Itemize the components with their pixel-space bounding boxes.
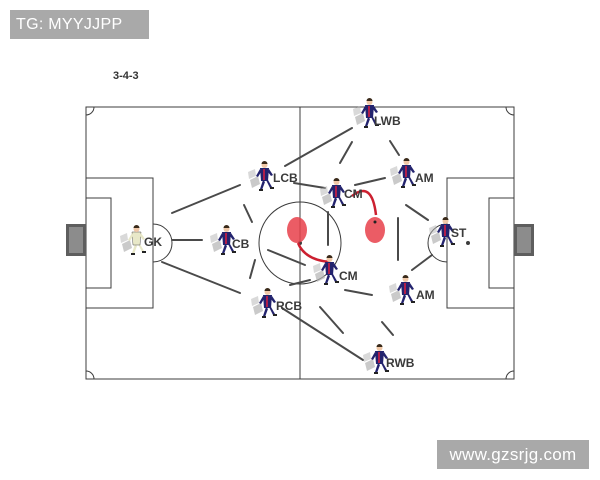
player-figure [320, 178, 346, 208]
player-figure [313, 255, 339, 285]
player-rcb: RCB [251, 288, 302, 318]
player-figure [251, 288, 277, 318]
ball-marker [373, 220, 377, 224]
player-label: LWB [374, 114, 401, 128]
player-figure [389, 275, 415, 305]
link-cb-cm2 [267, 249, 306, 266]
corner-arc-tl [85, 106, 95, 116]
link-gk-lcb [171, 184, 241, 214]
player-label: AM [415, 171, 434, 185]
player-figure [429, 217, 455, 247]
player-label: GK [144, 235, 162, 249]
player-gk: GK [120, 225, 162, 255]
run-arrow-cm [296, 242, 331, 264]
link-rcb-rwb [281, 307, 364, 361]
player-cb: CB [210, 225, 250, 255]
link-lwb-am1 [389, 140, 400, 156]
left-goal [66, 224, 86, 256]
player-label: ST [451, 226, 467, 240]
player-lcb: LCB [248, 161, 298, 191]
center-circle [258, 201, 342, 285]
link-am2-st [411, 254, 433, 271]
right-goal-area [488, 197, 515, 289]
link-cm1-am1 [354, 177, 386, 186]
player-figure [120, 225, 146, 255]
corner-arc-br [505, 370, 515, 380]
link-cb-lcb [243, 204, 253, 223]
corner-arc-bl [85, 370, 95, 380]
left-penalty-arc [152, 223, 173, 263]
player-label: RCB [276, 299, 302, 313]
player-rwb: RWB [363, 344, 415, 374]
left-goal-area [85, 197, 112, 289]
player-figure [248, 161, 274, 191]
link-cm2-am2 [344, 289, 373, 296]
watermark-top: TG: MYYJJPP [10, 10, 149, 39]
player-cm1: CM [320, 178, 363, 208]
player-label: RWB [386, 356, 415, 370]
right-goal [514, 224, 534, 256]
watermark-bottom: www.gzsrjg.com [437, 440, 589, 469]
highlight-zone-left [287, 217, 307, 243]
player-lwb: LWB [353, 98, 401, 128]
link-cm1-lwb [339, 141, 353, 164]
player-cm2: CM [313, 255, 358, 285]
formation-title: 3-4-3 [113, 70, 139, 82]
link-gk-rcb [161, 261, 241, 294]
passing-links [161, 127, 433, 361]
player-figure [390, 158, 416, 188]
player-label: AM [416, 288, 435, 302]
pressing-zones [287, 217, 385, 243]
link-rwb-am2 [381, 321, 394, 336]
link-cb-rcb [249, 259, 256, 279]
player-am2: AM [389, 275, 435, 305]
player-am1: AM [390, 158, 434, 188]
player-label: LCB [273, 171, 298, 185]
right-penalty-arc [427, 223, 448, 263]
link-rcb-cm2 [289, 279, 311, 286]
link-cm2-rwb [319, 306, 344, 334]
corner-arc-tr [505, 106, 515, 116]
link-lcb-cm1 [293, 182, 326, 189]
link-lcb-lwb [284, 127, 353, 167]
player-label: CB [232, 237, 250, 251]
link-am1-st [405, 204, 429, 221]
players: GK CB LCB RCB LWB RWB CM CM AM AM ST [120, 98, 467, 374]
player-figure [353, 98, 379, 128]
run-arrow-am [351, 189, 378, 216]
player-figure [210, 225, 236, 255]
right-penalty-spot [466, 241, 470, 245]
player-label: CM [344, 187, 363, 201]
player-label: CM [339, 269, 358, 283]
player-st: ST [429, 217, 467, 247]
player-figure [363, 344, 389, 374]
highlight-zone-right [365, 217, 385, 243]
